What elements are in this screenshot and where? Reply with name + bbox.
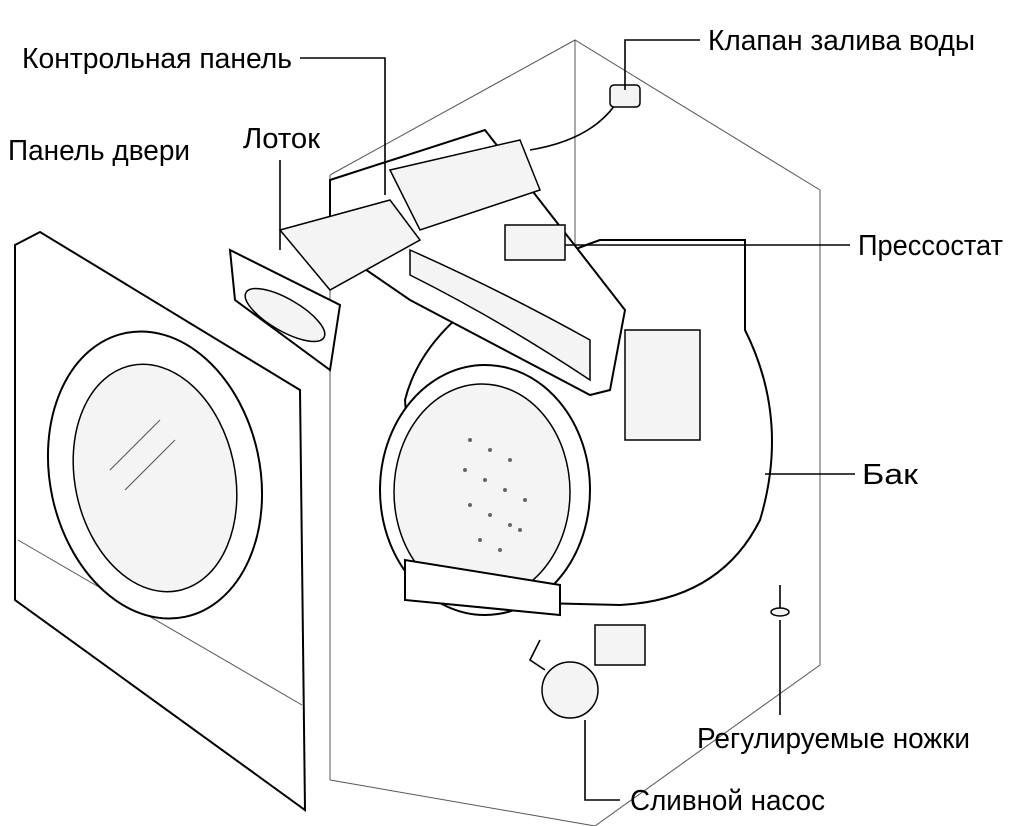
door-panel [14, 230, 307, 812]
leader-lines [279, 39, 855, 801]
adjustable-foot [770, 585, 790, 617]
label-tank: Бак [862, 459, 918, 491]
label-door-panel: Панель двери [8, 135, 190, 167]
label-drain-pump: Сливной насос [630, 785, 825, 817]
detergent-tray [228, 199, 422, 372]
label-control-panel: Контрольная панель [22, 43, 292, 75]
label-water-valve: Клапан залива воды [708, 25, 975, 57]
label-tray: Лоток [243, 123, 320, 155]
pressure-switch [504, 224, 566, 261]
label-pressure-switch: Прессостат [858, 230, 1003, 262]
drain-pump [528, 624, 646, 719]
label-adjustable-feet: Регулируемые ножки [697, 723, 970, 755]
water-valve [529, 84, 641, 151]
drum-holes [463, 438, 527, 552]
